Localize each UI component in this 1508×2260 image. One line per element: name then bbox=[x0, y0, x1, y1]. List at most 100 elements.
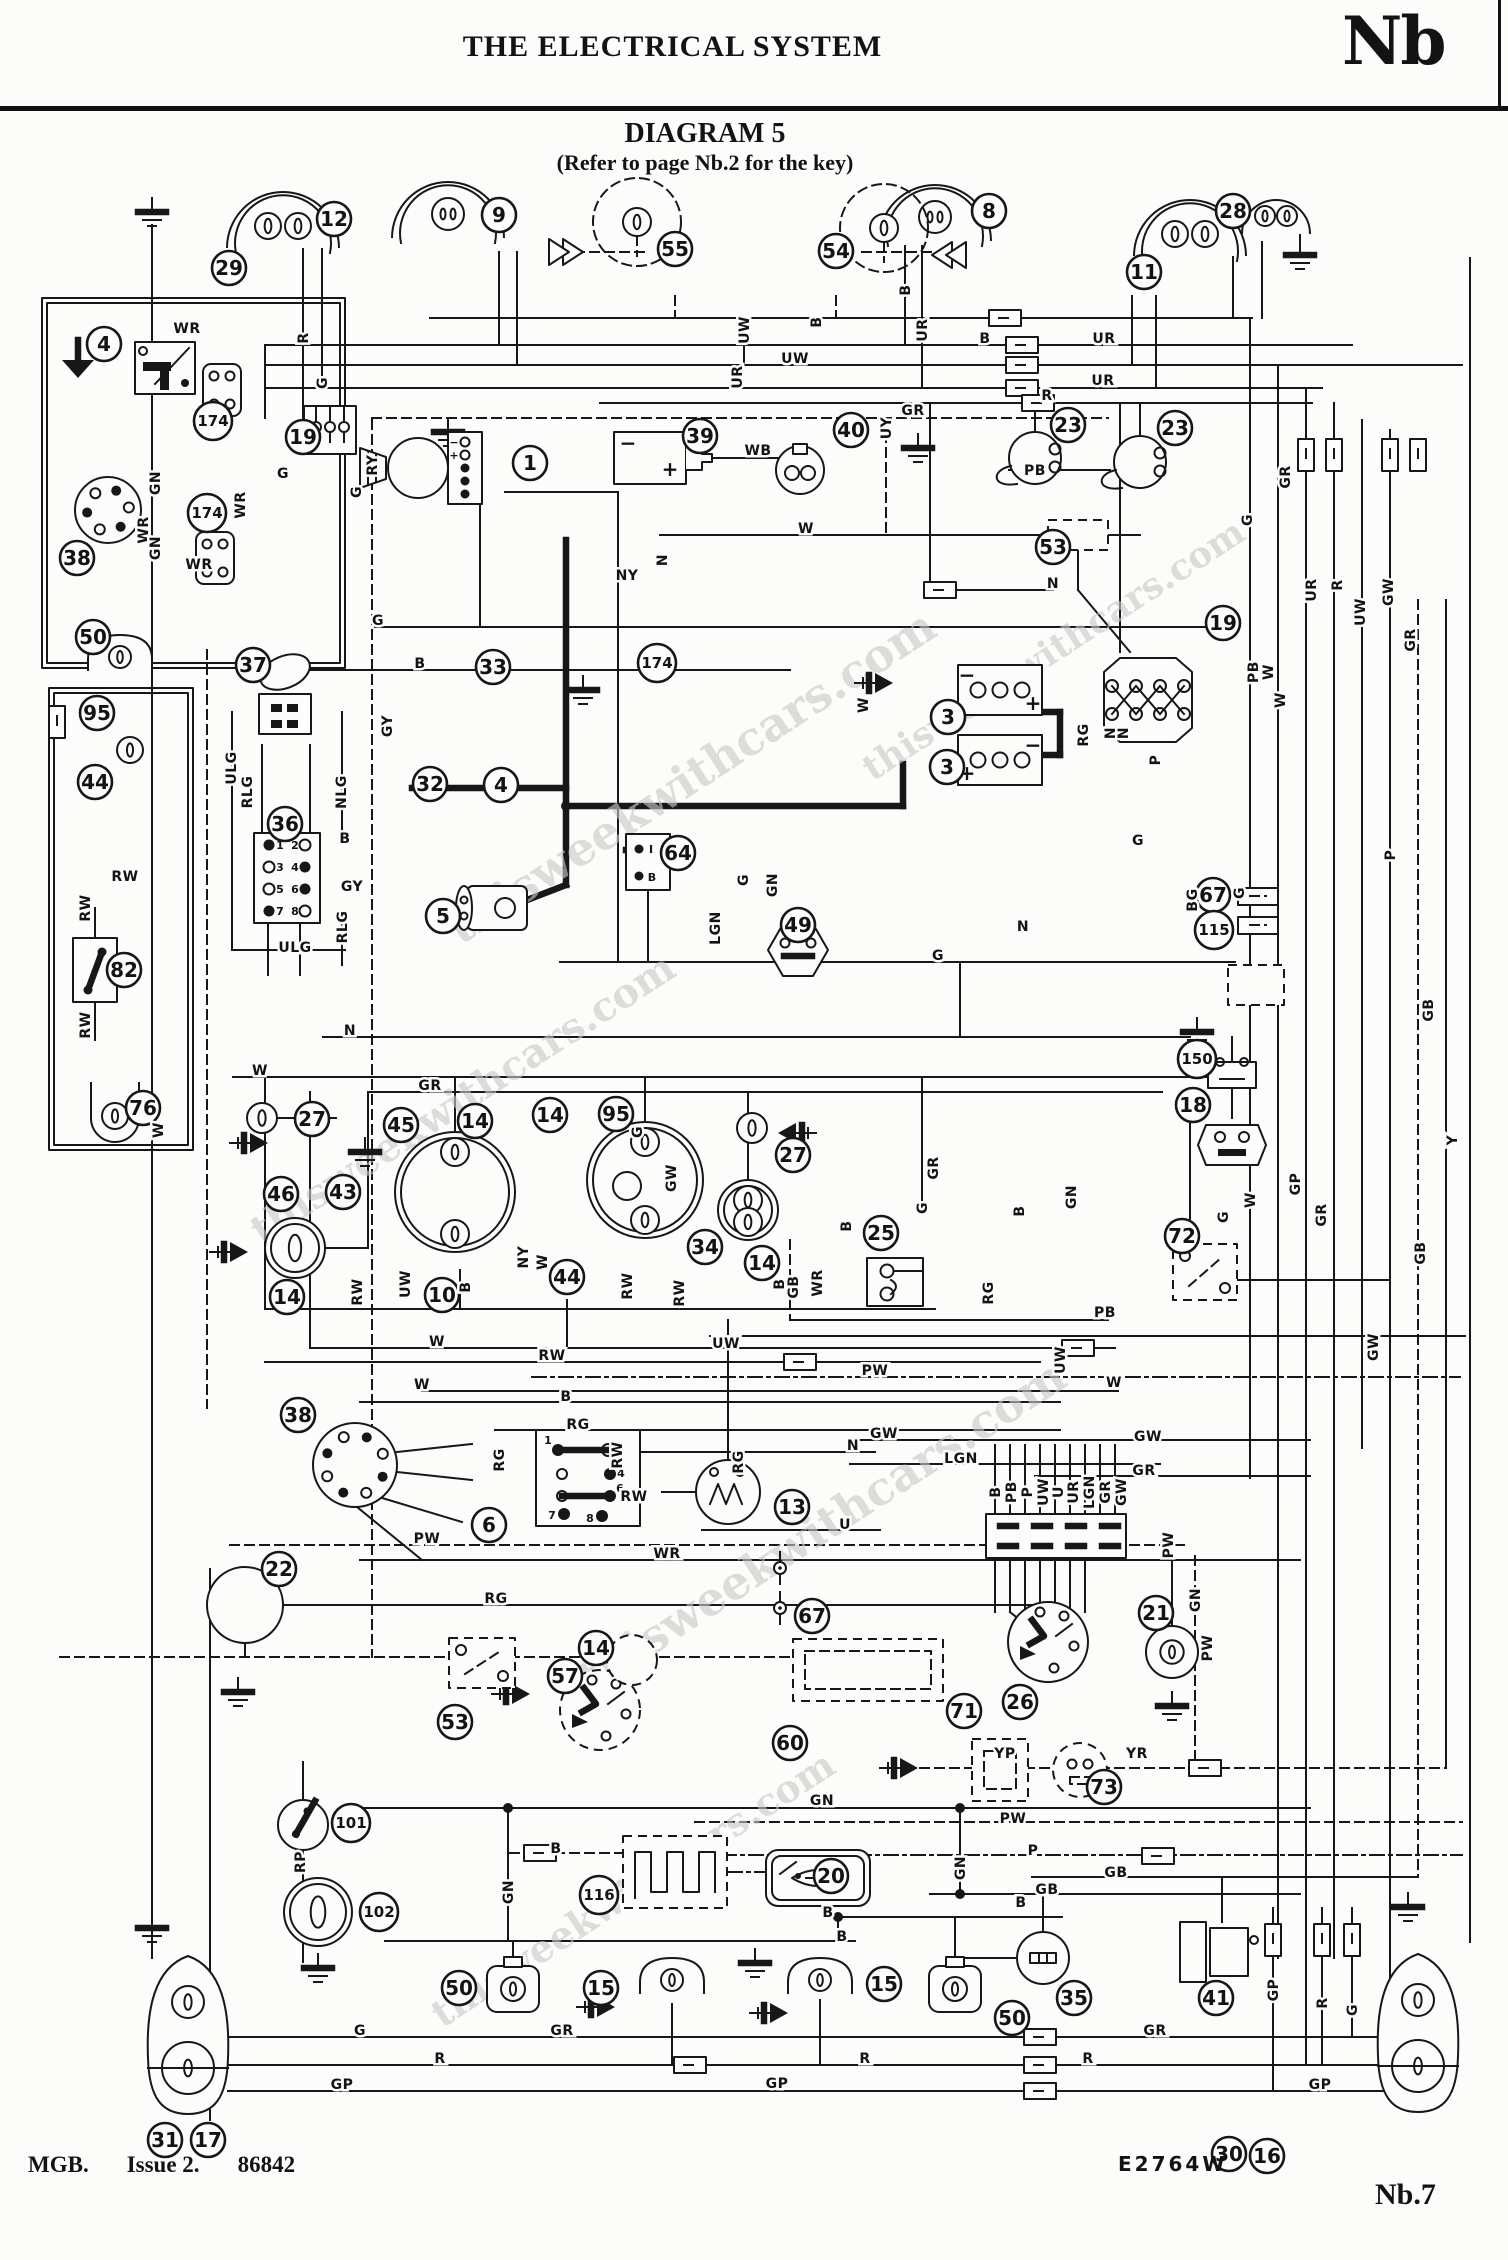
component-ground bbox=[737, 1948, 773, 1978]
svg-text:60: 60 bbox=[776, 1731, 804, 1755]
wire-label-W: W bbox=[429, 1334, 445, 1350]
wire-label-RLG: RLG bbox=[335, 911, 351, 944]
callout-44: 44 bbox=[548, 1258, 586, 1296]
svg-text:4: 4 bbox=[97, 332, 111, 356]
svg-text:174: 174 bbox=[197, 412, 228, 430]
callout-22: 22 bbox=[260, 1550, 298, 1588]
svg-text:7: 7 bbox=[548, 1509, 556, 1522]
svg-text:29: 29 bbox=[215, 256, 243, 280]
callout-4: 4 bbox=[482, 766, 520, 804]
svg-text:27: 27 bbox=[779, 1143, 807, 1167]
callout-19: 19 bbox=[1204, 604, 1242, 642]
wire-label-R: R bbox=[1041, 388, 1052, 404]
component-dynamo: −+ bbox=[359, 431, 483, 505]
svg-text:1: 1 bbox=[544, 1434, 552, 1447]
wire-label-WR: WR bbox=[173, 321, 200, 337]
wire-label-GW: GW bbox=[870, 1426, 898, 1442]
wire-label-WR: WR bbox=[136, 516, 152, 543]
component-lampRound bbox=[264, 1217, 326, 1279]
wire-label-B: B bbox=[458, 1281, 474, 1292]
callout-73: 73 bbox=[1085, 1768, 1123, 1806]
callout-60: 60 bbox=[771, 1724, 809, 1762]
wire-label-YP: YP bbox=[993, 1746, 1015, 1762]
wire-label-N: N bbox=[847, 1438, 859, 1454]
wire-label-LGN: LGN bbox=[944, 1451, 978, 1467]
wires-layer bbox=[59, 224, 1471, 2121]
callout-150: 150 bbox=[1176, 1038, 1218, 1080]
callout-1: 1 bbox=[511, 444, 549, 482]
wire-label-W: W bbox=[252, 1063, 268, 1079]
wire-label-B: B bbox=[822, 1905, 833, 1921]
svg-text:17: 17 bbox=[194, 2128, 222, 2152]
svg-text:−: − bbox=[449, 436, 458, 449]
wire-label-N: N bbox=[1047, 576, 1059, 592]
component-dot bbox=[561, 801, 571, 811]
svg-text:26: 26 bbox=[1006, 1690, 1034, 1714]
wire-label-N: N bbox=[344, 1023, 356, 1039]
wire-label-R: R bbox=[434, 2051, 445, 2067]
component-inlineConn bbox=[1005, 379, 1039, 397]
callout-16: 16 bbox=[1248, 2137, 1286, 2175]
diagram-key-note: (Refer to page Nb.2 for the key) bbox=[556, 150, 854, 175]
svg-text:6: 6 bbox=[291, 883, 299, 896]
wire-label-GN: GN bbox=[148, 536, 164, 560]
component-ground bbox=[134, 1913, 170, 1943]
wire-label-RW: RW bbox=[111, 869, 138, 885]
svg-text:14: 14 bbox=[582, 1636, 610, 1660]
svg-text:6: 6 bbox=[482, 1513, 496, 1537]
callout-39: 39 bbox=[681, 417, 719, 455]
callout-34: 34 bbox=[686, 1228, 724, 1266]
callout-54: 54 bbox=[817, 232, 855, 270]
component-lampSmall bbox=[1241, 199, 1311, 235]
svg-text:4: 4 bbox=[494, 773, 508, 797]
wire-label-UR: UR bbox=[1066, 1480, 1082, 1503]
svg-text:95: 95 bbox=[602, 1102, 630, 1126]
svg-text:10: 10 bbox=[428, 1283, 456, 1307]
callout-15: 15 bbox=[865, 1965, 903, 2003]
wire-label-UW: UW bbox=[712, 1336, 740, 1352]
wire-label-GW: GW bbox=[1134, 1429, 1162, 1445]
wire-label-GP: GP bbox=[1288, 1173, 1304, 1196]
svg-text:5: 5 bbox=[276, 883, 284, 896]
svg-text:31: 31 bbox=[151, 2128, 179, 2152]
svg-text:37: 37 bbox=[239, 653, 267, 677]
component-dot bbox=[503, 1803, 513, 1813]
component-lampBracket bbox=[90, 1082, 140, 1143]
wire-label-N: N bbox=[1017, 919, 1029, 935]
wire-label-P: P bbox=[1020, 1487, 1036, 1498]
wire-label-W: W bbox=[856, 697, 872, 713]
component-relaybox bbox=[134, 341, 196, 395]
wire-label-GN: GN bbox=[953, 1856, 969, 1880]
component-inlineConnV bbox=[48, 705, 66, 739]
wire-label-PW: PW bbox=[414, 1531, 441, 1547]
wire-label-GR: GR bbox=[926, 1156, 942, 1179]
callout-35: 35 bbox=[1055, 1979, 1093, 2017]
component-archLamp bbox=[787, 1957, 853, 1994]
component-lampDashed bbox=[592, 177, 682, 267]
wire-label-YR: YR bbox=[1125, 1746, 1148, 1762]
wire-label-G: G bbox=[630, 1126, 646, 1138]
svg-text:53: 53 bbox=[1039, 535, 1067, 559]
wire-label-PB: PB bbox=[1094, 1305, 1116, 1321]
component-dashedCircle bbox=[606, 1634, 658, 1686]
svg-text:28: 28 bbox=[1219, 199, 1247, 223]
callout-82: 82 bbox=[105, 951, 143, 989]
svg-text:102: 102 bbox=[363, 1903, 394, 1921]
footer-drawing-code: E2764W bbox=[1118, 2152, 1228, 2176]
wire-label-PW: PW bbox=[1200, 1635, 1216, 1662]
callout-14: 14 bbox=[268, 1278, 306, 1316]
svg-text:15: 15 bbox=[587, 1976, 615, 2000]
callout-50: 50 bbox=[993, 1999, 1031, 2037]
wire-label-GW: GW bbox=[1366, 1333, 1382, 1361]
callout-18: 18 bbox=[1174, 1086, 1212, 1124]
wire-label-NLG: NLG bbox=[334, 775, 350, 809]
wire-label-GR: GR bbox=[1403, 628, 1419, 651]
svg-text:19: 19 bbox=[1209, 611, 1237, 635]
component-inlineConn bbox=[523, 1844, 557, 1862]
svg-text:45: 45 bbox=[387, 1113, 415, 1137]
wire-label-BG: BG bbox=[1185, 888, 1201, 911]
wire-label-RW: RW bbox=[350, 1278, 366, 1305]
component-grid116 bbox=[622, 1835, 728, 1909]
wire-label-NY: NY bbox=[616, 568, 639, 584]
wire-label-GR: GR bbox=[550, 2023, 573, 2039]
